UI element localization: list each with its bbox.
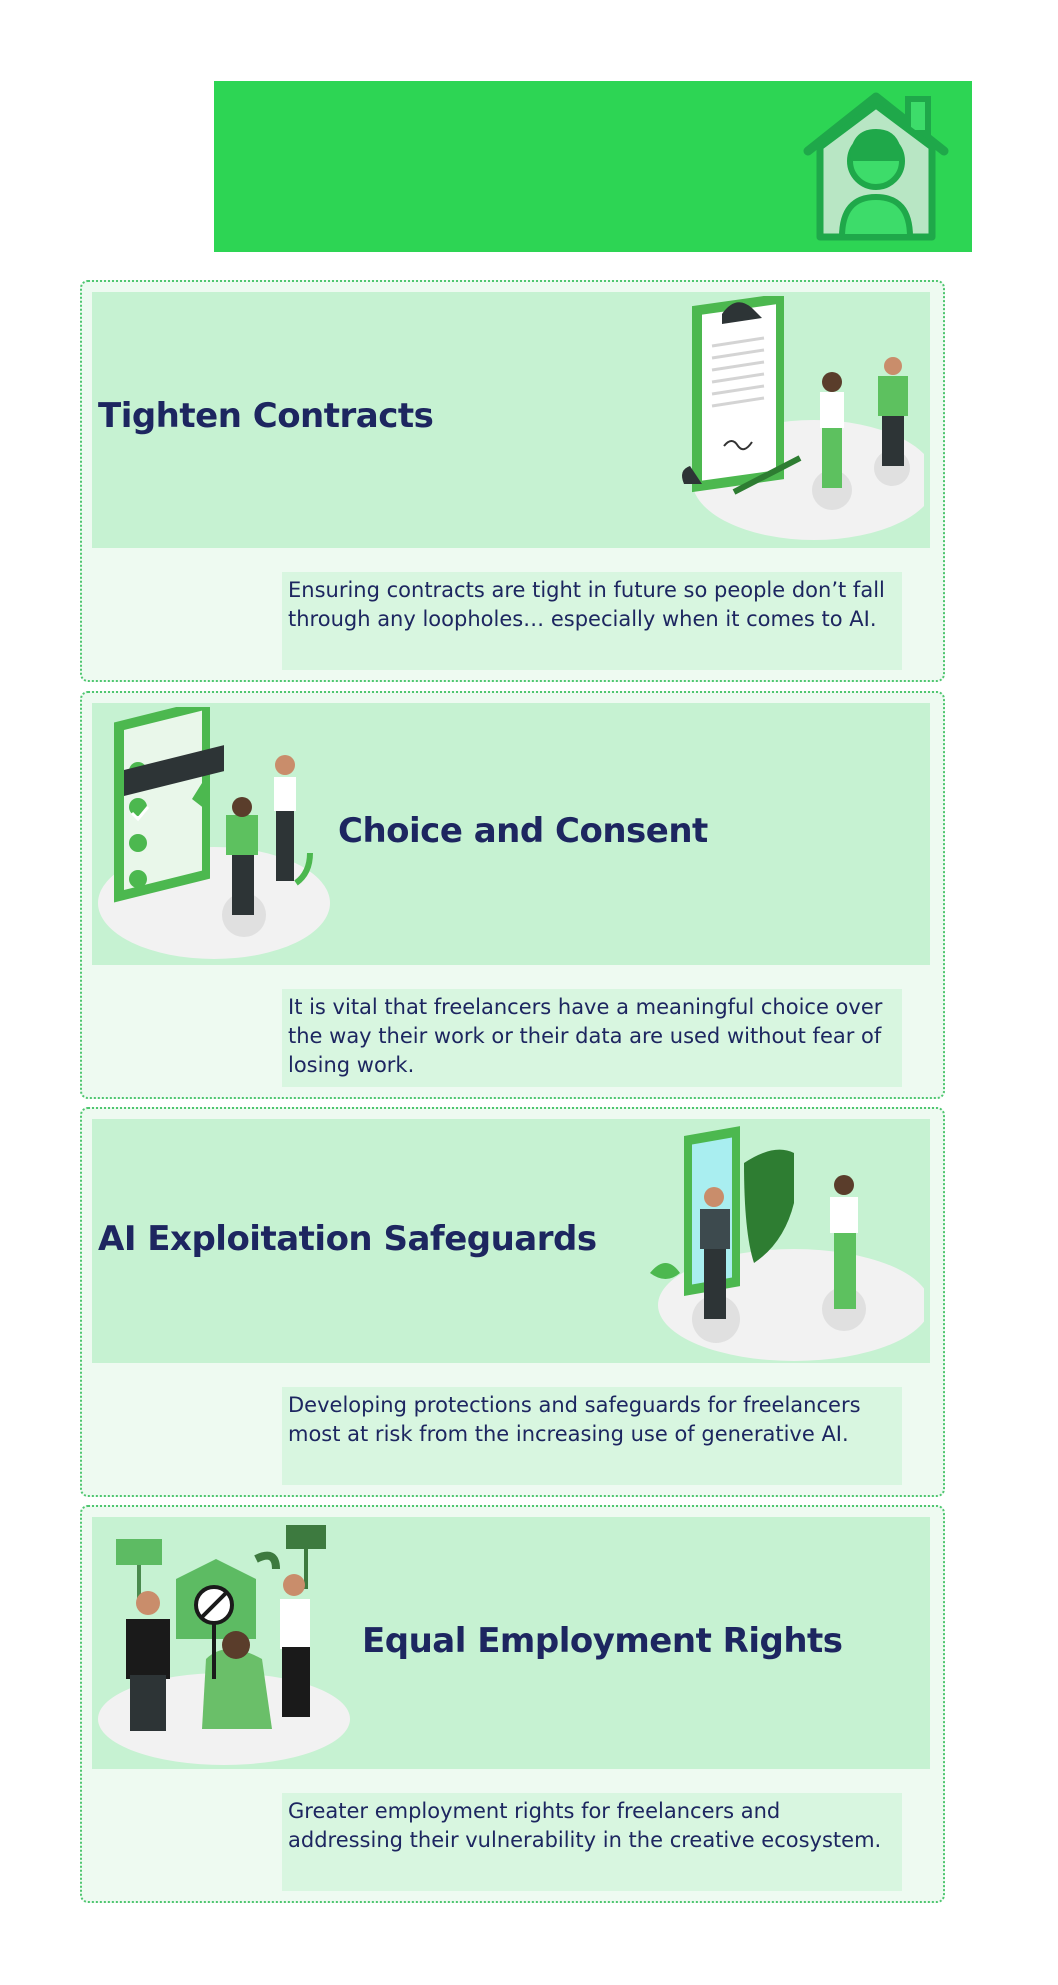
section-hero: Tighten Contracts bbox=[92, 292, 930, 548]
section-card-tighten-contracts: Tighten Contracts Ensuring contracts are… bbox=[80, 280, 945, 682]
section-title: Choice and Consent bbox=[338, 811, 708, 851]
house-person-icon bbox=[803, 92, 949, 241]
checklist-consent-illustration bbox=[98, 707, 330, 959]
section-description: Ensuring contracts are tight in future s… bbox=[282, 572, 902, 670]
shield-safeguard-illustration bbox=[650, 1126, 924, 1361]
section-card-choice-consent: Choice and Consent It is vital that free… bbox=[80, 691, 945, 1099]
section-hero: Equal Employment Rights bbox=[92, 1517, 930, 1769]
section-description: It is vital that freelancers have a mean… bbox=[282, 989, 902, 1087]
section-hero: AI Exploitation Safeguards bbox=[92, 1119, 930, 1363]
section-title: Tighten Contracts bbox=[98, 396, 434, 436]
section-title: AI Exploitation Safeguards bbox=[98, 1219, 597, 1259]
contract-signing-illustration bbox=[682, 296, 924, 540]
header-banner bbox=[214, 81, 972, 252]
section-hero: Choice and Consent bbox=[92, 703, 930, 965]
protest-rights-illustration bbox=[98, 1525, 350, 1765]
section-card-equal-employment-rights: Equal Employment Rights Greater employme… bbox=[80, 1505, 945, 1903]
section-card-ai-safeguards: AI Exploitation Safeguards Developing pr… bbox=[80, 1107, 945, 1497]
section-description: Developing protections and safeguards fo… bbox=[282, 1387, 902, 1485]
section-title: Equal Employment Rights bbox=[362, 1621, 843, 1661]
section-description: Greater employment rights for freelancer… bbox=[282, 1793, 902, 1891]
